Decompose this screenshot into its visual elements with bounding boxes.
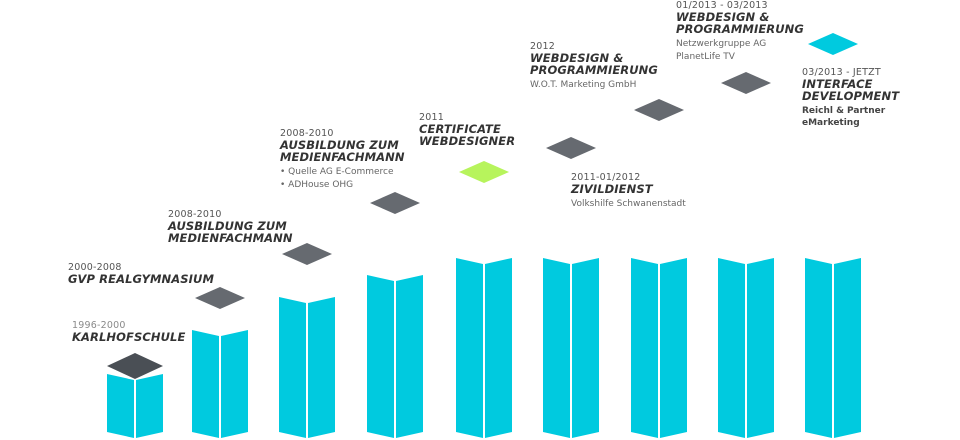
column-right-face (834, 258, 861, 438)
column-left-face (631, 258, 658, 438)
column-left-face (279, 297, 306, 438)
column-left-face (107, 374, 134, 438)
entry-detail-line: Volkshilfe Schwanenstadt (571, 199, 686, 209)
entry-title-line: AUSBILDUNG ZUM (168, 219, 287, 233)
entry-details: Netzwerkgruppe AG PlanetLife TV (676, 38, 804, 64)
entry-title: WEBDESIGN &PROGRAMMIERUNG (530, 52, 658, 76)
column-right-face (747, 258, 774, 438)
entry-details: W.O.T. Marketing GmbH (530, 79, 658, 92)
entry-title-line: CERTIFICATE (419, 122, 501, 136)
timeline-marker-highlight (459, 161, 509, 183)
timeline-marker-column-top (107, 353, 163, 379)
column-right-face (308, 297, 335, 438)
entry-details: • Quelle AG E-Commerce • ADHouse OHG (280, 166, 405, 192)
entry-date: 2008-2010 (280, 128, 334, 139)
column-right-face (485, 258, 512, 438)
entry-title-line: GVP REALGYMNASIUM (68, 272, 215, 286)
timeline-marker-default (282, 243, 332, 265)
column-left-face (543, 258, 570, 438)
entry-date: 2011-01/2012 (571, 172, 641, 183)
entry-detail-line: W.O.T. Marketing GmbH (530, 80, 637, 90)
column-left-face (805, 258, 832, 438)
column-right-face (660, 258, 687, 438)
column-right-face (221, 330, 248, 438)
timeline-marker-default (370, 192, 420, 214)
entry-date: 2012 (530, 41, 555, 52)
entry-title-line: MEDIENFACHMANN (168, 231, 293, 245)
entry-title: WEBDESIGN &PROGRAMMIERUNG (676, 11, 804, 35)
diamonds-layer (107, 33, 858, 379)
timeline-marker-default (195, 287, 245, 309)
entry-detail-line: eMarketing (802, 118, 860, 128)
entry-detail-line: Netzwerkgruppe AG (676, 39, 767, 49)
timeline-marker-current (808, 33, 858, 55)
column-right-face (572, 258, 599, 438)
entry-title-line: DEVELOPMENT (802, 89, 900, 103)
entry-date: 2011 (419, 112, 444, 123)
columns-layer (107, 258, 861, 438)
column-left-face (367, 275, 394, 438)
entry-title: ZIVILDIENST (571, 183, 686, 195)
entry-date: 2008-2010 (168, 209, 222, 220)
entry-date: 01/2013 - 03/2013 (676, 0, 768, 11)
entry-title-line: WEBDESIGN & (530, 51, 624, 65)
entry-details: Reichl & Partner eMarketing (802, 105, 899, 129)
entry-title-line: ZIVILDIENST (571, 182, 653, 196)
entry-date: 2000-2008 (68, 262, 122, 273)
entry-title-line: PROGRAMMIERUNG (530, 63, 658, 77)
entry-title: GVP REALGYMNASIUM (68, 273, 214, 285)
entry-title-line: WEBDESIGNER (419, 134, 516, 148)
timeline-marker-default (634, 99, 684, 121)
entry-date: 03/2013 - JETZT (802, 67, 881, 78)
column-left-face (718, 258, 745, 438)
entry-title-line: INTERFACE (802, 77, 873, 91)
entry-details: Volkshilfe Schwanenstadt (571, 198, 686, 211)
entry-title-line: AUSBILDUNG ZUM (280, 138, 399, 152)
entry-detail-line: Reichl & Partner (802, 106, 886, 116)
column-right-face (136, 374, 163, 438)
timeline-marker-default (546, 137, 596, 159)
entry-detail-line: • Quelle AG E-Commerce (280, 167, 394, 177)
entry-title-line: WEBDESIGN & (676, 10, 770, 24)
entry-title: KARLHOFSCHULE (72, 331, 185, 343)
entry-title-line: MEDIENFACHMANN (280, 150, 405, 164)
column-right-face (396, 275, 423, 438)
entry-title-line: KARLHOFSCHULE (72, 330, 186, 344)
entry-detail-line: • ADHouse OHG (280, 180, 354, 190)
column-left-face (456, 258, 483, 438)
entry-date: 1996-2000 (72, 320, 126, 331)
timeline-marker-default (721, 72, 771, 94)
entry-title-line: PROGRAMMIERUNG (676, 22, 804, 36)
column-left-face (192, 330, 219, 438)
entry-detail-line: PlanetLife TV (676, 52, 735, 62)
